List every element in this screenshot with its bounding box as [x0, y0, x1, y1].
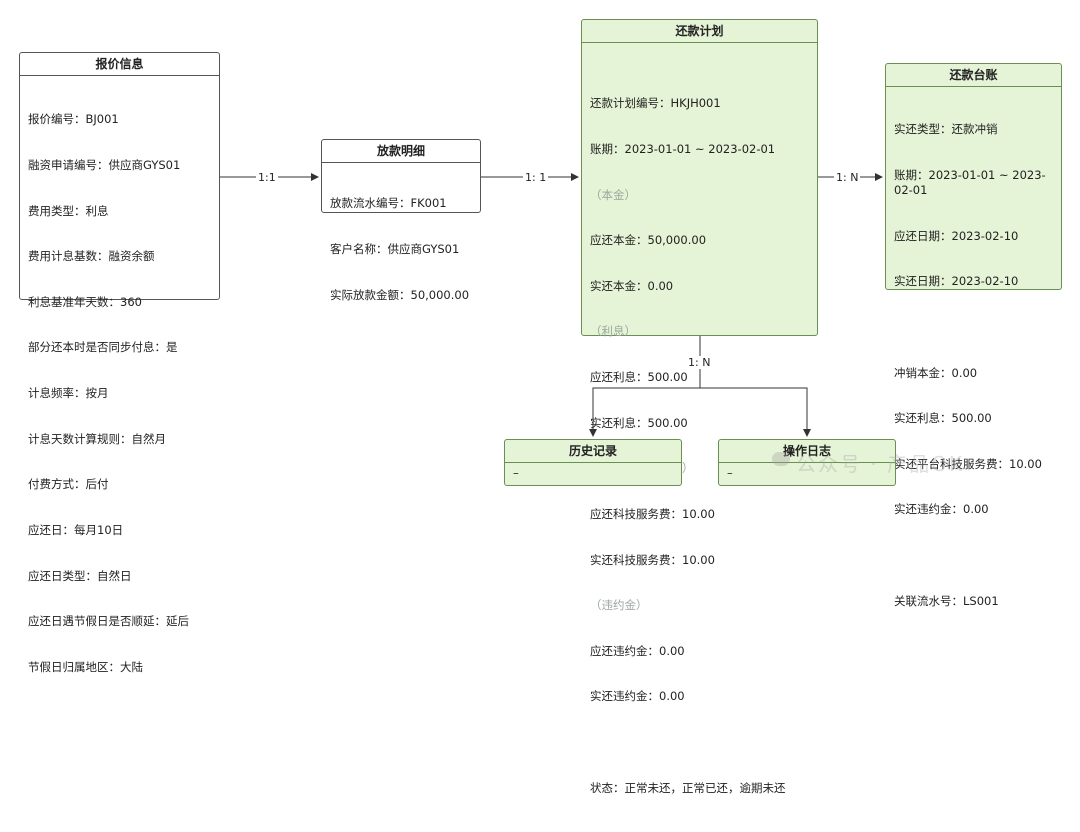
edge-plan-oplog	[700, 387, 811, 437]
watermark: 公众号 · 产品OK	[770, 448, 964, 477]
ledger-line: 实还日期：2023-02-10	[894, 274, 1019, 289]
ledger-line: 关联流水号：LS001	[894, 593, 999, 608]
plan-line	[590, 735, 809, 750]
quote-line: 应还日遇节假日是否顺延：延后	[28, 614, 189, 629]
entity-history[interactable]: 历史记录 –	[504, 439, 682, 486]
plan-line: 还款计划编号：HKJH001	[590, 96, 721, 111]
plan-section-label: （利息）	[590, 324, 636, 339]
entity-repayment-plan[interactable]: 还款计划 还款计划编号：HKJH001 账期：2023-01-01 ~ 2023…	[581, 19, 818, 795]
entity-oplog-body: –	[727, 466, 733, 480]
quote-line: 利息基准年天数：360	[28, 294, 142, 309]
plan-line: 应还利息：500.00	[590, 370, 688, 385]
plan-line: 实还科技服务费：10.00	[590, 552, 715, 567]
loan-line: 放款流水编号：FK001	[330, 196, 447, 211]
plan-status-line: 状态：正常未还，正常已还，逾期未还	[590, 780, 786, 795]
ledger-line	[894, 548, 1053, 563]
quote-line: 应还日类型：自然日	[28, 568, 132, 583]
entity-repayment-ledger[interactable]: 还款台账 实还类型：还款冲销 账期：2023-01-01 ~ 2023-02-0…	[885, 63, 1062, 608]
edge-label-loan-plan: 1: 1	[523, 171, 549, 184]
quote-line: 节假日归属地区：大陆	[28, 659, 143, 674]
plan-line: 应还本金：50,000.00	[590, 233, 707, 248]
plan-line: 账期：2023-01-01 ~ 2023-02-01	[590, 142, 776, 157]
watermark-text: 公众号 · 产品OK	[796, 452, 964, 476]
entity-quote-title: 报价信息	[20, 53, 219, 76]
ledger-line	[894, 320, 1053, 335]
entity-loan[interactable]: 放款明细 放款流水编号：FK001 客户名称：供应商GYS01 实际放款金额：5…	[321, 139, 481, 302]
edge-label-quote-loan: 1:1	[256, 171, 278, 184]
edge-label-plan-children: 1: N	[686, 356, 713, 369]
quote-line: 融资申请编号：供应商GYS01	[28, 158, 181, 173]
quote-line: 费用类型：利息	[28, 203, 109, 218]
plan-line: 实还利息：500.00	[590, 415, 688, 430]
ledger-line: 冲销本金：0.00	[894, 365, 978, 380]
quote-line: 应还日：每月10日	[28, 522, 124, 537]
entity-oplog-title: 操作日志	[719, 440, 895, 463]
entity-ledger-body: 实还类型：还款冲销 账期：2023-01-01 ~ 2023-02-01 应还日…	[886, 87, 1061, 645]
plan-line: 应还违约金：0.00	[590, 643, 685, 658]
ledger-line: 应还日期：2023-02-10	[894, 228, 1019, 243]
ledger-line: 实还类型：还款冲销	[894, 122, 998, 137]
quote-line: 计息天数计算规则：自然月	[28, 431, 166, 446]
entity-operation-log[interactable]: 操作日志 –	[718, 439, 896, 486]
plan-line: 实还本金：0.00	[590, 278, 674, 293]
entity-loan-body: 放款流水编号：FK001 客户名称：供应商GYS01 实际放款金额：50,000…	[322, 163, 480, 339]
entity-plan-body: 还款计划编号：HKJH001 账期：2023-01-01 ~ 2023-02-0…	[582, 43, 817, 832]
plan-line: 实还违约金：0.00	[590, 689, 685, 704]
loan-line: 实际放款金额：50,000.00	[330, 287, 470, 302]
plan-section-label: （违约金）	[590, 598, 648, 613]
loan-line: 客户名称：供应商GYS01	[330, 242, 460, 257]
quote-line: 费用计息基数：融资余额	[28, 249, 155, 264]
entity-plan-title: 还款计划	[582, 20, 817, 43]
plan-section-label: （本金）	[590, 187, 636, 202]
ledger-line: 账期：2023-01-01 ~ 2023-02-01	[894, 168, 1046, 198]
entity-ledger-title: 还款台账	[886, 64, 1061, 87]
quote-line: 部分还本时是否同步付息：是	[28, 340, 178, 355]
ledger-line: 实还平台科技服务费：10.00	[894, 456, 1042, 471]
entity-quote-body: 报价编号：BJ001 融资申请编号：供应商GYS01 费用类型：利息 费用计息基…	[20, 76, 219, 711]
entity-quote[interactable]: 报价信息 报价编号：BJ001 融资申请编号：供应商GYS01 费用类型：利息 …	[19, 52, 220, 674]
edge-label-plan-ledger: 1: N	[834, 171, 861, 184]
wechat-icon	[772, 452, 790, 466]
quote-line: 报价编号：BJ001	[28, 112, 119, 127]
quote-line: 计息频率：按月	[28, 386, 109, 401]
entity-history-body: –	[513, 466, 519, 480]
ledger-line: 实还利息：500.00	[894, 411, 992, 426]
plan-line: 应还科技服务费：10.00	[590, 506, 715, 521]
entity-loan-title: 放款明细	[322, 140, 480, 163]
quote-line: 付费方式：后付	[28, 477, 109, 492]
entity-history-title: 历史记录	[505, 440, 681, 463]
